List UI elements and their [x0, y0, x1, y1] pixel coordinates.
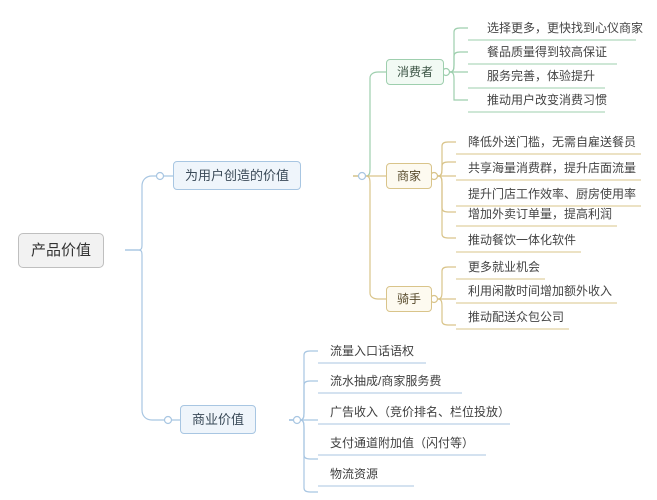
- leaf-consumer-2-label: 餐品质量得到较高保证: [487, 45, 608, 59]
- leaf-business-3-label: 广告收入（竞价排名、栏位投放）: [330, 405, 511, 419]
- leaf-merchant-2-label: 共享海量消费群，提升店面流量: [468, 161, 637, 175]
- leaf-rider-3-label: 推动配送众包公司: [468, 310, 565, 324]
- leaf-consumer-3-label: 服务完善，体验提升: [487, 69, 596, 83]
- leaf-business-2-label: 流水抽成/商家服务费: [330, 374, 442, 388]
- leaf-merchant-1[interactable]: 降低外送门槛，无需自雇送餐员: [466, 134, 638, 152]
- sub-node-consumer-label: 消费者: [397, 65, 434, 79]
- leaf-merchant-5[interactable]: 推动餐饮一体化软件: [466, 232, 578, 250]
- leaf-consumer-1[interactable]: 选择更多，更快找到心仪商家: [485, 20, 645, 38]
- leaf-consumer-3[interactable]: 服务完善，体验提升: [485, 68, 597, 86]
- leaf-consumer-4-label: 推动用户改变消费习惯: [487, 93, 608, 107]
- leaf-merchant-4-label: 增加外卖订单量，提高利润: [468, 207, 613, 221]
- leaf-rider-1[interactable]: 更多就业机会: [466, 259, 542, 277]
- leaf-business-3[interactable]: 广告收入（竞价排名、栏位投放）: [328, 404, 512, 422]
- leaf-rider-2[interactable]: 利用闲散时间增加额外收入: [466, 283, 614, 301]
- leaf-business-5[interactable]: 物流资源: [328, 466, 380, 484]
- leaf-consumer-1-label: 选择更多，更快找到心仪商家: [487, 21, 644, 35]
- leaf-rider-2-label: 利用闲散时间增加额外收入: [468, 284, 613, 298]
- leaf-merchant-1-label: 降低外送门槛，无需自雇送餐员: [468, 135, 637, 149]
- sub-node-merchant-label: 商家: [397, 169, 422, 183]
- sub-node-consumer[interactable]: 消费者: [386, 59, 445, 85]
- leaf-consumer-4[interactable]: 推动用户改变消费习惯: [485, 92, 609, 110]
- leaf-rider-1-label: 更多就业机会: [468, 260, 541, 274]
- leaf-merchant-5-label: 推动餐饮一体化软件: [468, 233, 577, 247]
- leaf-rider-3[interactable]: 推动配送众包公司: [466, 309, 566, 327]
- leaf-business-1[interactable]: 流量入口话语权: [328, 343, 416, 361]
- branch-node-business-value[interactable]: 商业价值: [180, 405, 257, 434]
- branch-node-user-value-label: 为用户创造的价值: [185, 168, 290, 183]
- branch-node-user-value[interactable]: 为用户创造的价值: [173, 161, 302, 190]
- leaf-business-2[interactable]: 流水抽成/商家服务费: [328, 373, 443, 391]
- leaf-consumer-2[interactable]: 餐品质量得到较高保证: [485, 44, 609, 62]
- leaf-merchant-4[interactable]: 增加外卖订单量，提高利润: [466, 206, 614, 224]
- leaf-business-1-label: 流量入口话语权: [330, 344, 415, 358]
- sub-node-merchant[interactable]: 商家: [386, 163, 433, 189]
- leaf-business-4[interactable]: 支付通道附加值（闪付等）: [328, 435, 476, 453]
- root-node[interactable]: 产品价值: [18, 233, 105, 268]
- leaf-merchant-3-label: 提升门店工作效率、厨房使用率: [468, 187, 637, 201]
- sub-node-rider-label: 骑手: [397, 292, 422, 306]
- root-node-label: 产品价值: [31, 242, 92, 259]
- leaf-business-4-label: 支付通道附加值（闪付等）: [330, 436, 475, 450]
- leaf-merchant-3[interactable]: 提升门店工作效率、厨房使用率: [466, 186, 638, 204]
- branch-node-business-value-label: 商业价值: [192, 412, 245, 427]
- leaf-business-5-label: 物流资源: [330, 467, 379, 481]
- sub-node-rider[interactable]: 骑手: [386, 286, 433, 312]
- leaf-merchant-2[interactable]: 共享海量消费群，提升店面流量: [466, 160, 638, 178]
